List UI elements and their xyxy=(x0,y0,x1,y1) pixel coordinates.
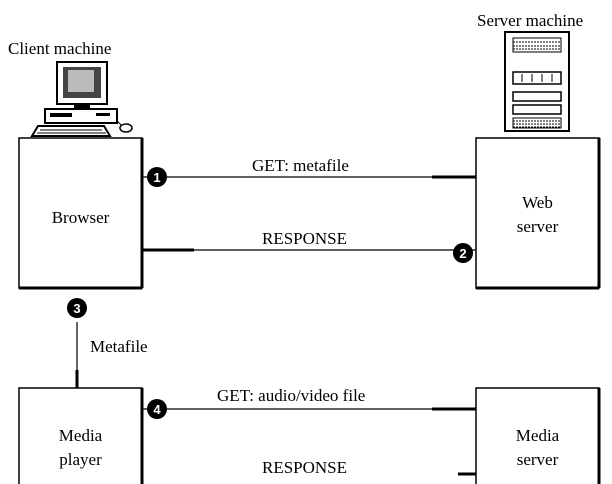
media-player-label: Media player xyxy=(19,424,142,472)
web-server-label: Web server xyxy=(476,191,599,239)
media-player-box xyxy=(18,387,143,484)
media-server-label-line2: server xyxy=(516,450,559,469)
desktop-computer-icon xyxy=(30,61,133,137)
media-server-label: Media server xyxy=(476,424,599,472)
web-server-box xyxy=(475,137,600,289)
get-metafile-label: GET: metafile xyxy=(252,156,349,175)
svg-text:1: 1 xyxy=(153,170,160,185)
step-2-badge: 2 xyxy=(453,243,473,263)
get-audio-video-label: GET: audio/video file xyxy=(217,386,366,405)
step-3-badge: 3 xyxy=(67,298,87,318)
step-4-badge: 4 xyxy=(147,399,167,419)
media-player-label-line1: Media xyxy=(58,426,103,445)
server-tower-icon xyxy=(504,31,570,132)
response-label-1: RESPONSE xyxy=(262,229,348,248)
metafile-label: Metafile xyxy=(90,337,148,356)
step-1-badge: 1 xyxy=(147,167,167,187)
server-machine-label: Server machine xyxy=(477,11,584,30)
svg-text:3: 3 xyxy=(73,301,80,316)
media-player-label-line2: player xyxy=(59,450,102,469)
svg-text:4: 4 xyxy=(153,402,161,417)
web-server-label-line1: Web xyxy=(522,193,553,212)
media-server-label-line1: Media xyxy=(515,426,560,445)
response-label-2: RESPONSE xyxy=(262,458,348,477)
browser-label: Browser xyxy=(51,208,110,227)
web-server-label-line2: server xyxy=(516,217,559,236)
client-machine-label: Client machine xyxy=(8,39,112,58)
svg-text:2: 2 xyxy=(459,246,466,261)
